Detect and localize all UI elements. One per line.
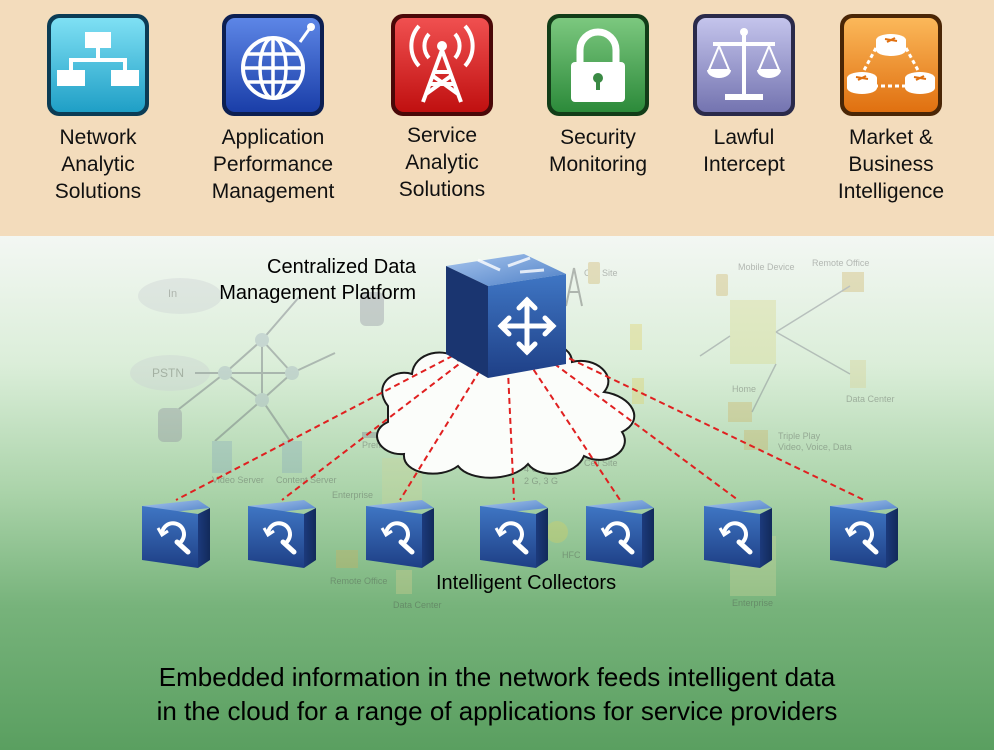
collector-link-4 bbox=[505, 327, 515, 501]
intelligent-collector-2[interactable] bbox=[248, 500, 316, 568]
mobile-device-label: Mobile Device bbox=[738, 262, 795, 272]
intelligent-collector-3[interactable] bbox=[366, 500, 434, 568]
triple-play-sub-label: Video, Voice, Data bbox=[778, 442, 852, 452]
scales-icon bbox=[693, 14, 795, 116]
magnifier-icon bbox=[718, 521, 753, 555]
padlock-icon bbox=[547, 14, 649, 116]
remote-office-left-label: Remote Office bbox=[330, 576, 387, 586]
intelligent-collector-7[interactable] bbox=[830, 500, 898, 568]
collectors-label: Intelligent Collectors bbox=[436, 572, 617, 594]
org-chart-icon bbox=[47, 14, 149, 116]
intelligent-collector-1[interactable] bbox=[142, 500, 210, 568]
collector-link-6 bbox=[505, 327, 739, 501]
data-center-left-label: Data Center bbox=[393, 600, 442, 610]
intelligent-collector-5[interactable] bbox=[586, 500, 654, 568]
network-diagram: In PSTN Video Server Content Server Prem… bbox=[130, 254, 898, 610]
magnifier-icon bbox=[494, 521, 529, 555]
hfc-label: HFC bbox=[562, 550, 581, 560]
intelligent-collector-6[interactable] bbox=[704, 500, 772, 568]
router-network-icon bbox=[840, 14, 942, 116]
home-label: Home bbox=[732, 384, 756, 394]
video-server-label: Video Server bbox=[212, 475, 264, 485]
remote-office-right-label: Remote Office bbox=[812, 258, 869, 268]
applications-band bbox=[0, 0, 994, 236]
magnifier-icon bbox=[380, 521, 415, 555]
data-center-right-label: Data Center bbox=[846, 394, 895, 404]
enterprise-right-label: Enterprise bbox=[732, 598, 773, 608]
cell-tower-icon bbox=[391, 14, 493, 116]
arrows-icon bbox=[497, 296, 557, 356]
central-platform-cube[interactable] bbox=[446, 254, 566, 378]
enterprise-left-label: Enterprise bbox=[332, 490, 373, 500]
magnifier-icon bbox=[844, 521, 879, 555]
triple-play-label: Triple Play bbox=[778, 431, 821, 441]
collectors-group bbox=[142, 500, 898, 568]
2g3g-label: 2 G, 3 G bbox=[524, 476, 558, 486]
pstn-label: PSTN bbox=[152, 366, 184, 380]
magnifier-icon bbox=[600, 521, 635, 555]
collector-link-7 bbox=[505, 327, 865, 501]
cell-site-mid-label: Cell Site bbox=[584, 458, 618, 468]
caption: Embedded information in the network feed… bbox=[156, 662, 838, 726]
magnifier-icon bbox=[262, 521, 297, 555]
internet-label: In bbox=[168, 288, 177, 300]
platform-label: Centralized Data Management Platform bbox=[219, 256, 416, 304]
intelligent-collector-4[interactable] bbox=[480, 500, 548, 568]
globe-icon bbox=[222, 14, 324, 116]
collector-link-2 bbox=[281, 327, 507, 501]
cell-site-top-label: Cell Site bbox=[584, 268, 618, 278]
content-server-label: Content Server bbox=[276, 475, 337, 485]
magnifier-icon bbox=[156, 521, 191, 555]
